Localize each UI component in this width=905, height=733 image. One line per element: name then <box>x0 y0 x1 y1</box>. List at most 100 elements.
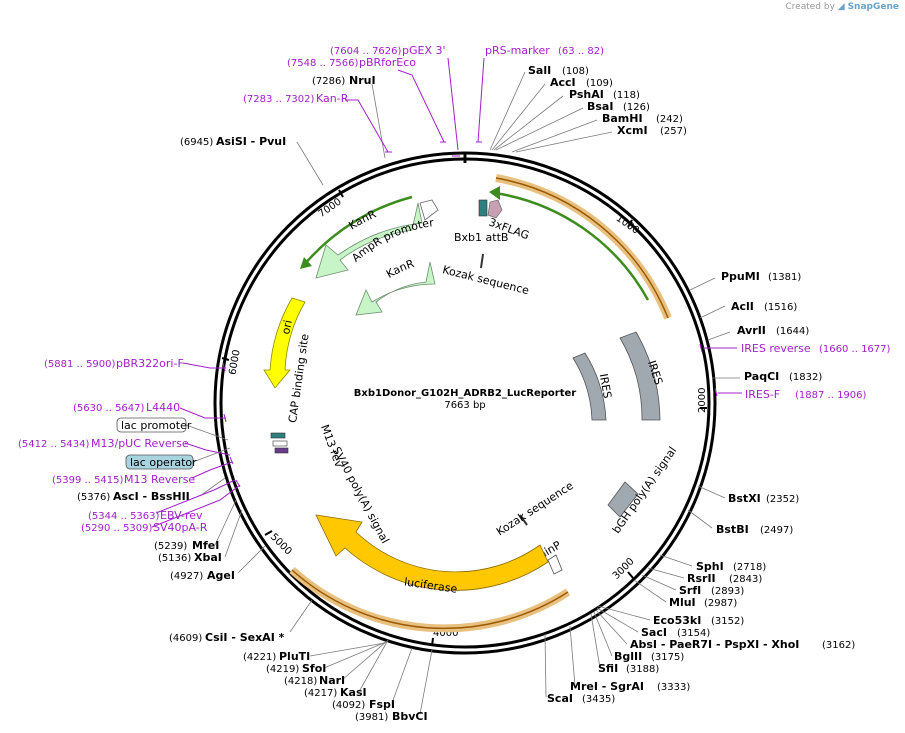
leader-sali <box>489 71 526 151</box>
tick-label-4000: 4000 <box>433 628 458 639</box>
m13-marker <box>274 447 289 454</box>
enzyme-mrei: MreI - SgrAI <box>570 680 644 693</box>
primer-kanr: Kan-R <box>316 92 349 105</box>
enzyme-bstbi-pos: (2497) <box>760 525 793 536</box>
leader-acci <box>491 83 546 151</box>
flag-feature <box>487 199 503 219</box>
lac-operator-box <box>125 454 194 470</box>
enzyme-acci: AccI <box>550 76 576 89</box>
minp-feature <box>547 554 563 575</box>
enzyme-nrui-pos: (7286) <box>312 76 345 87</box>
enzyme-acli: AclI <box>731 300 754 313</box>
enzyme-paqci: PaqCI <box>744 370 779 383</box>
primer-pbrforeco: pBRforEco <box>359 56 416 69</box>
primer-pbrforeco-pos: (7548 .. 7566) <box>287 58 359 69</box>
plead-pbr322ori <box>182 362 226 369</box>
enzyme-fspi: FspI <box>369 698 395 711</box>
tick-label-1000: 1000 <box>614 213 641 237</box>
primer-kanr-pos: (7283 .. 7302) <box>243 94 315 105</box>
plead-l4440 <box>179 407 226 419</box>
ori-label: ori <box>279 319 295 336</box>
primer-m13rev-pos: (5399 .. 5415) <box>52 475 124 486</box>
enzyme-pshai-pos: (118) <box>613 90 640 101</box>
primer-l4440: L4440 <box>146 401 180 414</box>
primer-m13puc: M13/pUC Reverse <box>91 437 189 450</box>
enzyme-pluti-pos: (4221) <box>243 652 276 663</box>
plead-m13rev <box>191 461 233 479</box>
enzyme-agei: AgeI <box>207 569 235 582</box>
enzyme-bbvci-pos: (3981) <box>355 712 388 723</box>
enzyme-bamhi: BamHI <box>602 112 643 125</box>
leader-bsai <box>495 107 584 151</box>
enzyme-ppumi: PpuMI <box>721 270 760 283</box>
plead-sv40pa <box>151 484 241 528</box>
leader-srfi <box>641 574 677 591</box>
enzyme-asci-pos: (5376) <box>77 492 110 503</box>
enzyme-bglii-pos: (3175) <box>651 652 684 663</box>
enzyme-asisi-pos: (6945) <box>180 137 213 148</box>
leader-scai <box>544 633 547 698</box>
enzyme-xbai-pos: (5136) <box>158 553 191 564</box>
enzyme-kasi-pos: (4217) <box>304 688 337 699</box>
enzyme-sfoi: SfoI <box>302 662 326 675</box>
enzyme-eco53ki: Eco53kI <box>653 614 701 627</box>
leader-sphi <box>659 554 693 567</box>
cap-label: CAP binding site <box>286 333 311 424</box>
leader-acli <box>699 305 726 319</box>
kanr-outer-feature <box>315 202 423 279</box>
kanr-inner-feature <box>355 261 436 316</box>
leader-bamhi <box>511 119 598 153</box>
primer-pbr322ori: pBR322ori-F <box>116 357 184 370</box>
lac-promoter-marker <box>272 440 288 447</box>
enzyme-sphi: SphI <box>696 560 724 573</box>
primer-l4440-pos: (5630 .. 5647) <box>73 403 145 414</box>
ptag-ires-reverse <box>699 343 703 353</box>
enzyme-bsai-pos: (126) <box>623 102 650 113</box>
leader-xcmi <box>515 131 613 153</box>
lac-promoter-box <box>116 417 187 433</box>
kozak-bottom-label: Kozak sequence <box>494 479 576 538</box>
enzyme-kasi: KasI <box>340 686 367 699</box>
ires-inner-label: IRES <box>597 373 614 400</box>
enzyme-asci: AscI - BssHII <box>113 490 190 503</box>
green-arc-top-left-head <box>300 257 312 269</box>
enzyme-mlui-pos: (2987) <box>704 598 737 609</box>
primer-sv40pa-pos: (5290 .. 5309) <box>81 523 153 534</box>
primer-ebv: EBV-rev <box>160 509 203 522</box>
ptag-sv40pa <box>235 479 241 488</box>
green-arc-top-right <box>494 191 650 301</box>
enzyme-srfi-pos: (2893) <box>711 586 744 597</box>
tick-label-2000: 2000 <box>697 388 708 413</box>
enzyme-avrii: AvrII <box>737 324 766 337</box>
primer-ires-reverse: IRES reverse <box>741 342 811 355</box>
snapgene-logo-icon: ◢ <box>837 2 845 12</box>
primer-prs-marker: pRS-marker <box>485 44 550 57</box>
enzyme-xcmi: XcmI <box>617 124 648 137</box>
leader-mlui <box>633 579 667 603</box>
leader-asci <box>199 477 226 497</box>
enzyme-pluti: PluTI <box>279 650 310 663</box>
credit-brand: SnapGene <box>847 2 899 12</box>
enzyme-csii: CsiI - SexAI * <box>205 631 285 644</box>
outer-arc-bottom-line <box>291 569 569 630</box>
primer-m13rev: M13 Reverse <box>124 473 195 486</box>
plead-pbrforeco <box>397 69 445 143</box>
enzyme-csii-pos: (4609) <box>169 633 202 644</box>
primer-sv40pa: SV40pA-R <box>153 521 208 534</box>
enzyme-sali-pos: (108) <box>562 66 589 77</box>
leader-bbvci <box>419 649 433 715</box>
enzyme-scai-pos: (3435) <box>582 694 615 705</box>
enzyme-bstbi: BstBI <box>716 523 749 536</box>
luciferase-feature <box>315 514 549 591</box>
enzyme-bbvci: BbvCI <box>392 710 428 723</box>
enzyme-mfei: MfeI <box>192 539 219 552</box>
primer-ires-f-pos: (1887 .. 1906) <box>795 390 867 401</box>
enzyme-xbai: XbaI <box>194 551 222 564</box>
leader-csii <box>289 599 313 633</box>
primer-m13puc-pos: (5412 .. 5434) <box>18 439 90 450</box>
leader-bglii <box>593 611 613 657</box>
enzyme-asisi: AsiSI - PvuI <box>216 135 286 148</box>
leader-agei <box>237 545 266 574</box>
enzyme-absi-xhoi: AbsI - PaeR7I - PspXI - XhoI <box>630 638 799 651</box>
